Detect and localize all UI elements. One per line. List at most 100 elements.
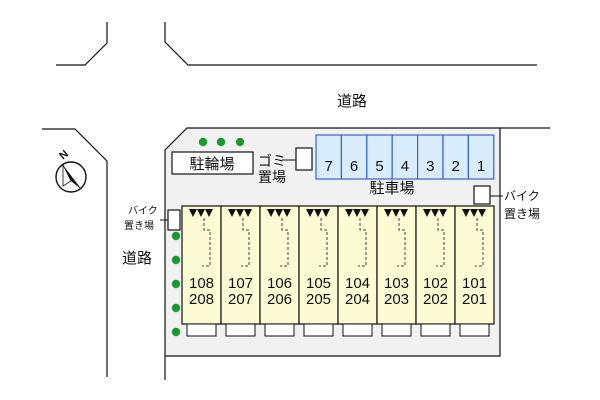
unit-balcony <box>186 323 217 337</box>
unit-balcony <box>459 323 490 337</box>
entrance-marker-icon <box>400 209 408 217</box>
entrance-marker-icon <box>283 209 291 217</box>
unit-number-upper: 105 <box>306 275 331 292</box>
unit-number-upper: 101 <box>462 275 487 292</box>
parking-space <box>467 134 495 180</box>
entrance-marker-icon <box>322 209 330 217</box>
unit-outline <box>181 205 222 325</box>
road-edge-left <box>42 128 108 377</box>
stair-path <box>319 218 328 267</box>
entrance-marker-icon <box>314 209 322 217</box>
tree-icon <box>171 303 181 313</box>
entrance-marker-icon <box>189 209 197 217</box>
entrance-marker-icon <box>205 209 213 217</box>
motorcycle-parking-left-label-line1: バイク <box>128 205 158 217</box>
motorcycle-parking-right-label-line1: バイク <box>504 189 540 203</box>
entrance-marker-icon <box>236 209 244 217</box>
unit-number-lower: 202 <box>423 291 448 308</box>
compass-needle-half-icon <box>62 164 72 187</box>
unit-balcony <box>303 323 334 337</box>
unit-balcony <box>342 323 373 337</box>
parking-space <box>417 134 444 180</box>
stair-path <box>397 218 406 267</box>
tree-icon <box>235 137 245 147</box>
parking-space-number: 2 <box>452 158 460 175</box>
motorcycle-parking-right-box <box>473 185 491 205</box>
entrance-marker-icon <box>306 209 314 217</box>
entrance-marker-icon <box>244 209 252 217</box>
entrance-marker-icon <box>197 209 205 217</box>
trees <box>171 137 245 337</box>
unit-outline <box>220 205 261 325</box>
entrance-marker-icon <box>423 209 431 217</box>
unit-balcony <box>420 323 451 337</box>
unit-number-lower: 201 <box>462 291 487 308</box>
motorcycle-parking-left-label-line2: 置き場 <box>124 219 154 232</box>
unit-balcony <box>225 323 256 337</box>
stair-path <box>358 218 367 267</box>
entrance-marker-icon <box>470 209 478 217</box>
motorcycle-parking-right-label-line2: 置き場 <box>504 207 540 221</box>
stair-path <box>436 218 445 267</box>
road-edges <box>42 22 550 380</box>
bicycle-parking-box <box>171 151 254 175</box>
unit-number-upper: 104 <box>345 275 370 292</box>
stair-path <box>280 218 289 267</box>
entrance-marker-icon <box>228 209 236 217</box>
tree-icon <box>171 279 181 289</box>
parking-lot-label: 駐車場 <box>369 180 414 197</box>
entrance-marker-icon <box>384 209 392 217</box>
entrance-marker-icon <box>345 209 353 217</box>
parking-space-number: 5 <box>375 158 383 175</box>
garbage-label-line1: ゴミ <box>258 153 286 169</box>
unit-number-upper: 106 <box>267 275 292 292</box>
unit-number-lower: 205 <box>306 291 331 308</box>
unit-balcony <box>264 323 295 337</box>
entrance-marker-icon <box>353 209 361 217</box>
unit-outline <box>259 205 300 325</box>
parking-space-number: 7 <box>325 158 333 175</box>
parking-space <box>366 134 393 180</box>
garbage-label-line2: 置場 <box>258 169 286 185</box>
unit-number-upper: 102 <box>423 275 448 292</box>
entrance-marker-icon <box>439 209 447 217</box>
garbage-area-box <box>295 147 313 171</box>
unit-number-lower: 207 <box>228 291 253 308</box>
entrance-marker-icon <box>275 209 283 217</box>
unit-number-upper: 108 <box>189 275 214 292</box>
entrance-marker-icon <box>267 209 275 217</box>
tree-icon <box>216 137 226 147</box>
stair-path <box>475 218 484 267</box>
unit-number-lower: 204 <box>345 291 370 308</box>
compass-north-label: N <box>57 148 71 162</box>
tree-icon <box>171 327 181 337</box>
unit-number-lower: 208 <box>189 291 214 308</box>
stair-path <box>202 218 211 267</box>
parking-space-number: 6 <box>350 158 358 175</box>
building-units: 1082081072071062061052051042041032031022… <box>181 205 495 337</box>
road-label-left: 道路 <box>122 250 152 267</box>
compass-needle-icon <box>63 165 82 190</box>
stair-path <box>241 218 250 267</box>
unit-number-lower: 206 <box>267 291 292 308</box>
road-edge-top-left <box>56 22 108 66</box>
parking-space-number: 3 <box>426 158 434 175</box>
entrance-marker-icon <box>392 209 400 217</box>
unit-balcony <box>381 323 412 337</box>
parking-space-number: 4 <box>401 158 409 175</box>
entrance-marker-icon <box>431 209 439 217</box>
unit-number-upper: 107 <box>228 275 253 292</box>
parking-space <box>442 134 469 180</box>
parking-space-number: 1 <box>477 158 485 175</box>
entrance-marker-icon <box>462 209 470 217</box>
tree-icon <box>198 137 208 147</box>
